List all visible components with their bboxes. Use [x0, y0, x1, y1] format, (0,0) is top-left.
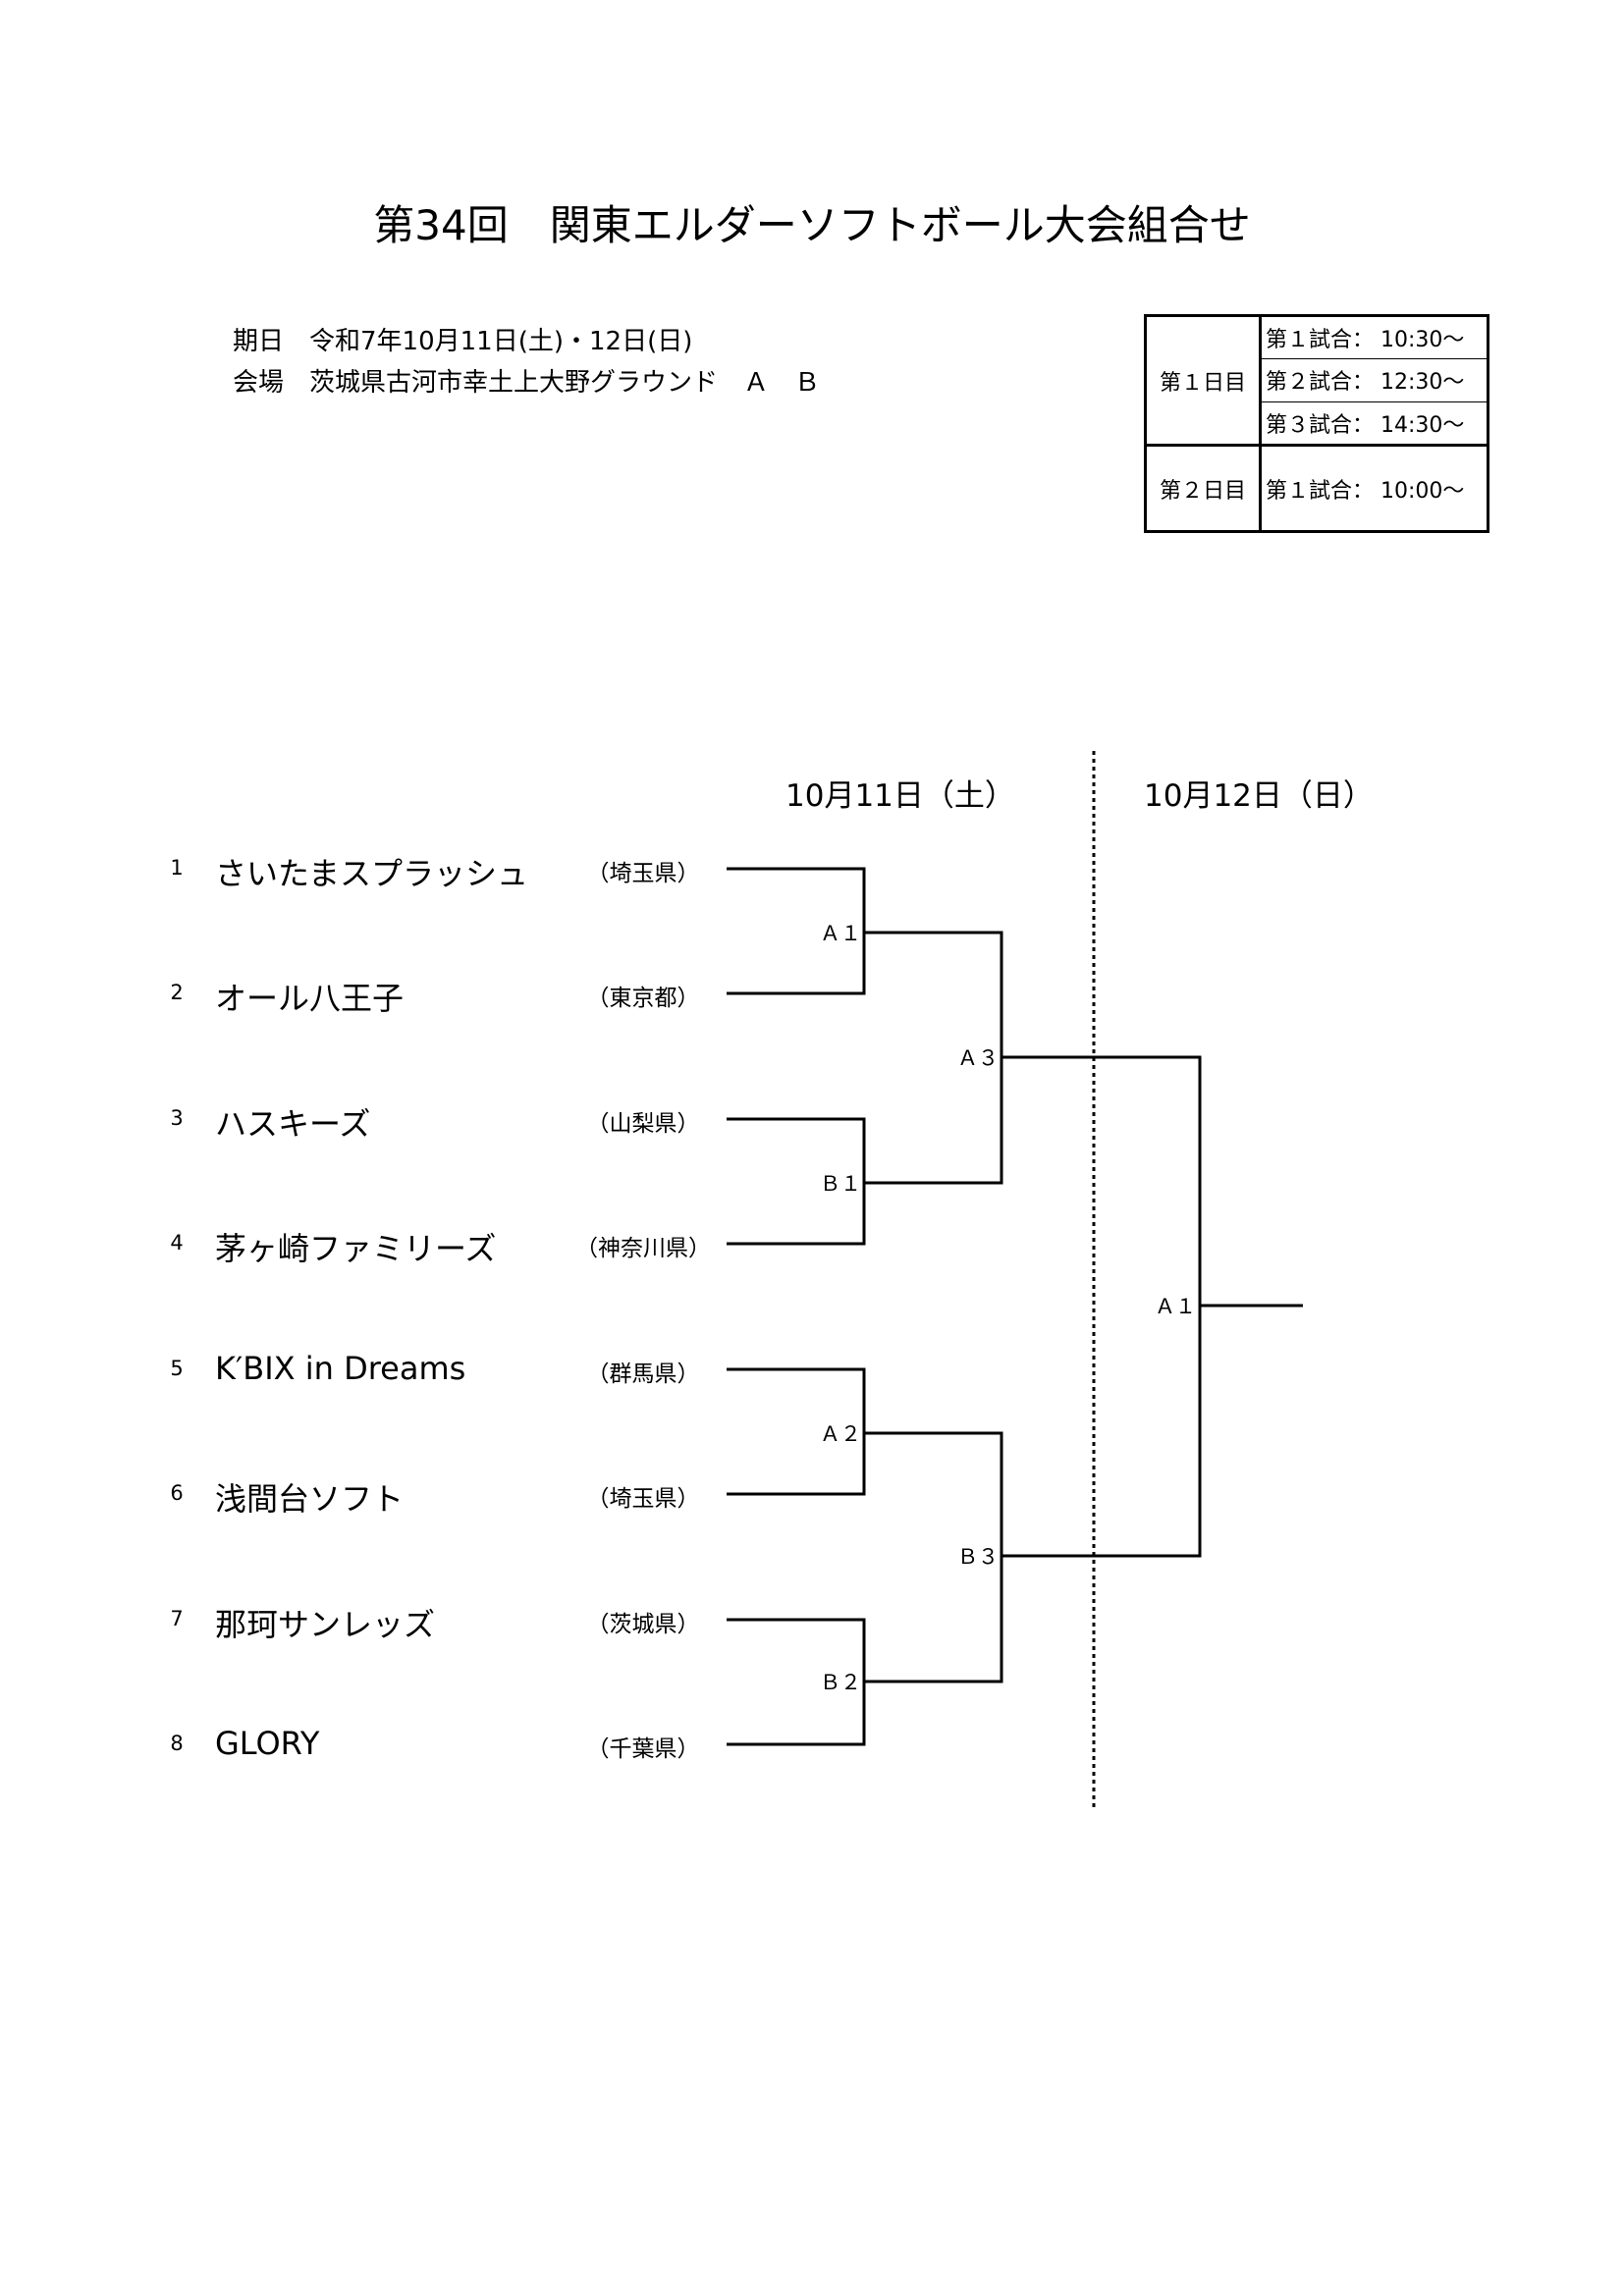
team-number: 5	[170, 1357, 184, 1380]
day2-header: 10月12日（日）	[1144, 778, 1374, 814]
match-label-b2: Ｂ２	[820, 1671, 861, 1694]
match-label-a3: Ａ３	[957, 1046, 999, 1070]
team-number: 7	[170, 1607, 184, 1630]
match-label-final: Ａ１	[1155, 1295, 1196, 1318]
team-prefecture: （茨城県）	[586, 1612, 700, 1637]
team-number: 4	[170, 1231, 184, 1255]
day2-game1: 第１試合： 10:00～	[1260, 444, 1489, 532]
team-prefecture: （群馬県）	[586, 1362, 700, 1387]
team-name: 那珂サンレッズ	[215, 1606, 436, 1643]
team-name: 浅間台ソフト	[215, 1480, 405, 1518]
day1-header: 10月11日（土）	[785, 778, 1015, 814]
match-label-b1: Ｂ１	[820, 1172, 861, 1196]
team-name: ハスキーズ	[215, 1105, 371, 1143]
team-number: 2	[170, 981, 184, 1004]
team-number: 3	[170, 1106, 184, 1130]
day2-label: 第２日目	[1145, 444, 1262, 532]
match-label-a2: Ａ２	[820, 1422, 861, 1446]
team-prefecture: （山梨県）	[586, 1111, 700, 1137]
team-name: さいたまスプラッシュ	[215, 855, 529, 892]
team-prefecture: （神奈川県）	[575, 1236, 711, 1261]
team-number: 1	[170, 856, 184, 880]
event-date: 期日 令和7年10月11日(土)・12日(日)	[233, 327, 693, 356]
schedule-table: 第１日目 第１試合： 10:30～ 第２試合： 12:30～ 第３試合： 14:…	[1144, 314, 1489, 533]
team-name: K′BIX in Dreams	[215, 1350, 466, 1387]
team-prefecture: （東京都）	[586, 986, 700, 1011]
day1-game1: 第１試合： 10:30～	[1260, 314, 1489, 360]
match-label-b3: Ｂ３	[957, 1545, 999, 1569]
day1-game3: 第３試合： 14:30～	[1260, 400, 1489, 447]
team-name: オール八王子	[215, 980, 405, 1017]
day1-game2: 第２試合： 12:30～	[1260, 358, 1489, 402]
page-title: 第34回 関東エルダーソフトボール大会組合せ	[373, 201, 1251, 249]
event-venue: 会場 茨城県古河市幸土上大野グラウンド Ａ Ｂ	[233, 368, 821, 398]
team-number: 6	[170, 1481, 184, 1505]
team-prefecture: （埼玉県）	[586, 861, 700, 886]
team-prefecture: （埼玉県）	[586, 1486, 700, 1512]
team-name: 茅ヶ崎ファミリーズ	[215, 1230, 497, 1267]
team-number: 8	[170, 1732, 184, 1755]
team-prefecture: （千葉県）	[586, 1736, 700, 1762]
team-name: GLORY	[215, 1725, 320, 1762]
match-label-a1: Ａ１	[820, 922, 861, 945]
